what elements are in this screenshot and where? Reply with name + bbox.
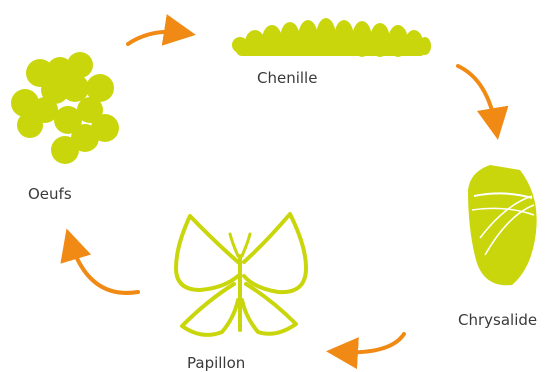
- chrysalis-label: Chrysalide: [458, 313, 537, 328]
- eggs-label: Oeufs: [28, 187, 72, 202]
- arrow-chrysalis-to-butterfly: [338, 334, 404, 352]
- caterpillar-icon: [232, 18, 431, 57]
- butterfly-label: Papillon: [187, 356, 245, 371]
- butterfly-icon: [176, 214, 306, 335]
- caterpillar-label: Chenille: [257, 71, 317, 86]
- arrow-caterpillar-to-chrysalis: [458, 66, 496, 128]
- chrysalis-icon: [468, 165, 537, 285]
- arrow-butterfly-to-eggs: [70, 240, 138, 293]
- eggs-icon: [11, 52, 119, 164]
- arrow-eggs-to-caterpillar: [128, 32, 184, 44]
